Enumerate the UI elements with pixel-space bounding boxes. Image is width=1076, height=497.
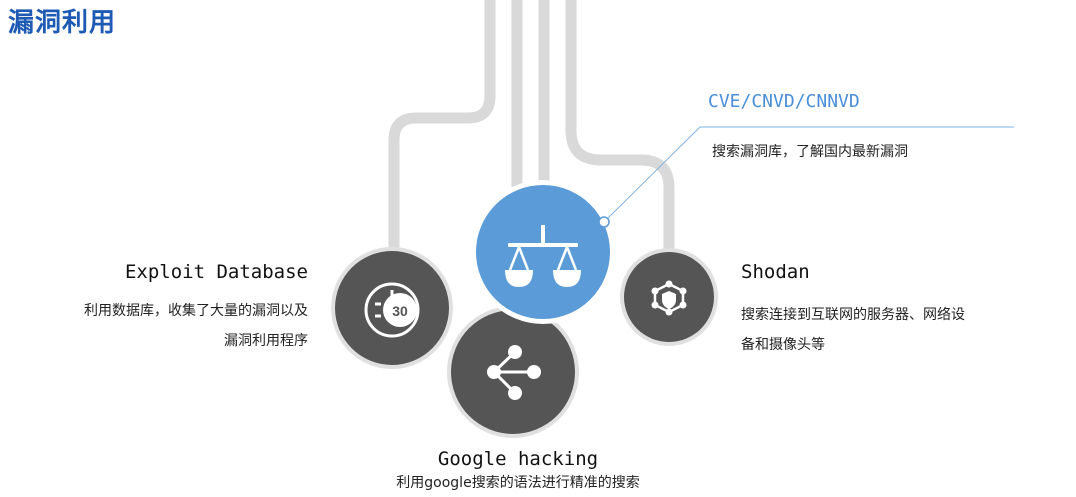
cve-leader-line (603, 126, 701, 223)
cve-pointer-dot (598, 216, 610, 228)
pipe-exploit (388, 0, 496, 250)
exploit-db-description: 利用数据库，收集了大量的漏洞以及 漏洞利用程序 (8, 296, 308, 356)
pipe-shodan (565, 0, 675, 250)
timer-badge: 30 (392, 303, 408, 319)
google-hacking-title: Google hacking (437, 448, 599, 470)
shodan-description-line2: 备和摄像头等 (741, 337, 825, 353)
share-icon (487, 345, 541, 400)
balance-scale-icon (505, 225, 581, 287)
page-title: 漏洞利用 (8, 8, 117, 38)
cve-description: 搜索漏洞库，了解国内最新漏洞 (712, 144, 908, 160)
google-hacking-description: 利用google搜索的语法进行精准的搜索 (396, 475, 640, 491)
shodan-title: Shodan (741, 261, 810, 283)
cve-node (471, 180, 615, 324)
google-node (447, 306, 579, 438)
connector-pipes (388, 0, 675, 250)
exploit-db-description-line1: 利用数据库，收集了大量的漏洞以及 (84, 303, 308, 319)
exploit-db-description-line2: 漏洞利用程序 (224, 333, 308, 349)
shodan-description-line1: 搜索连接到互联网的服务器、网络设 (741, 307, 965, 323)
network-shield-icon (651, 280, 687, 316)
shodan-node (620, 248, 718, 346)
exploit-db-title: Exploit Database (124, 261, 308, 283)
shodan-description: 搜索连接到互联网的服务器、网络设 备和摄像头等 (741, 300, 1041, 360)
timer-30-icon: 30 (364, 282, 420, 338)
cve-title: CVE/CNVD/CNNVD (708, 91, 860, 112)
exploit-db-node: 30 (331, 247, 453, 369)
